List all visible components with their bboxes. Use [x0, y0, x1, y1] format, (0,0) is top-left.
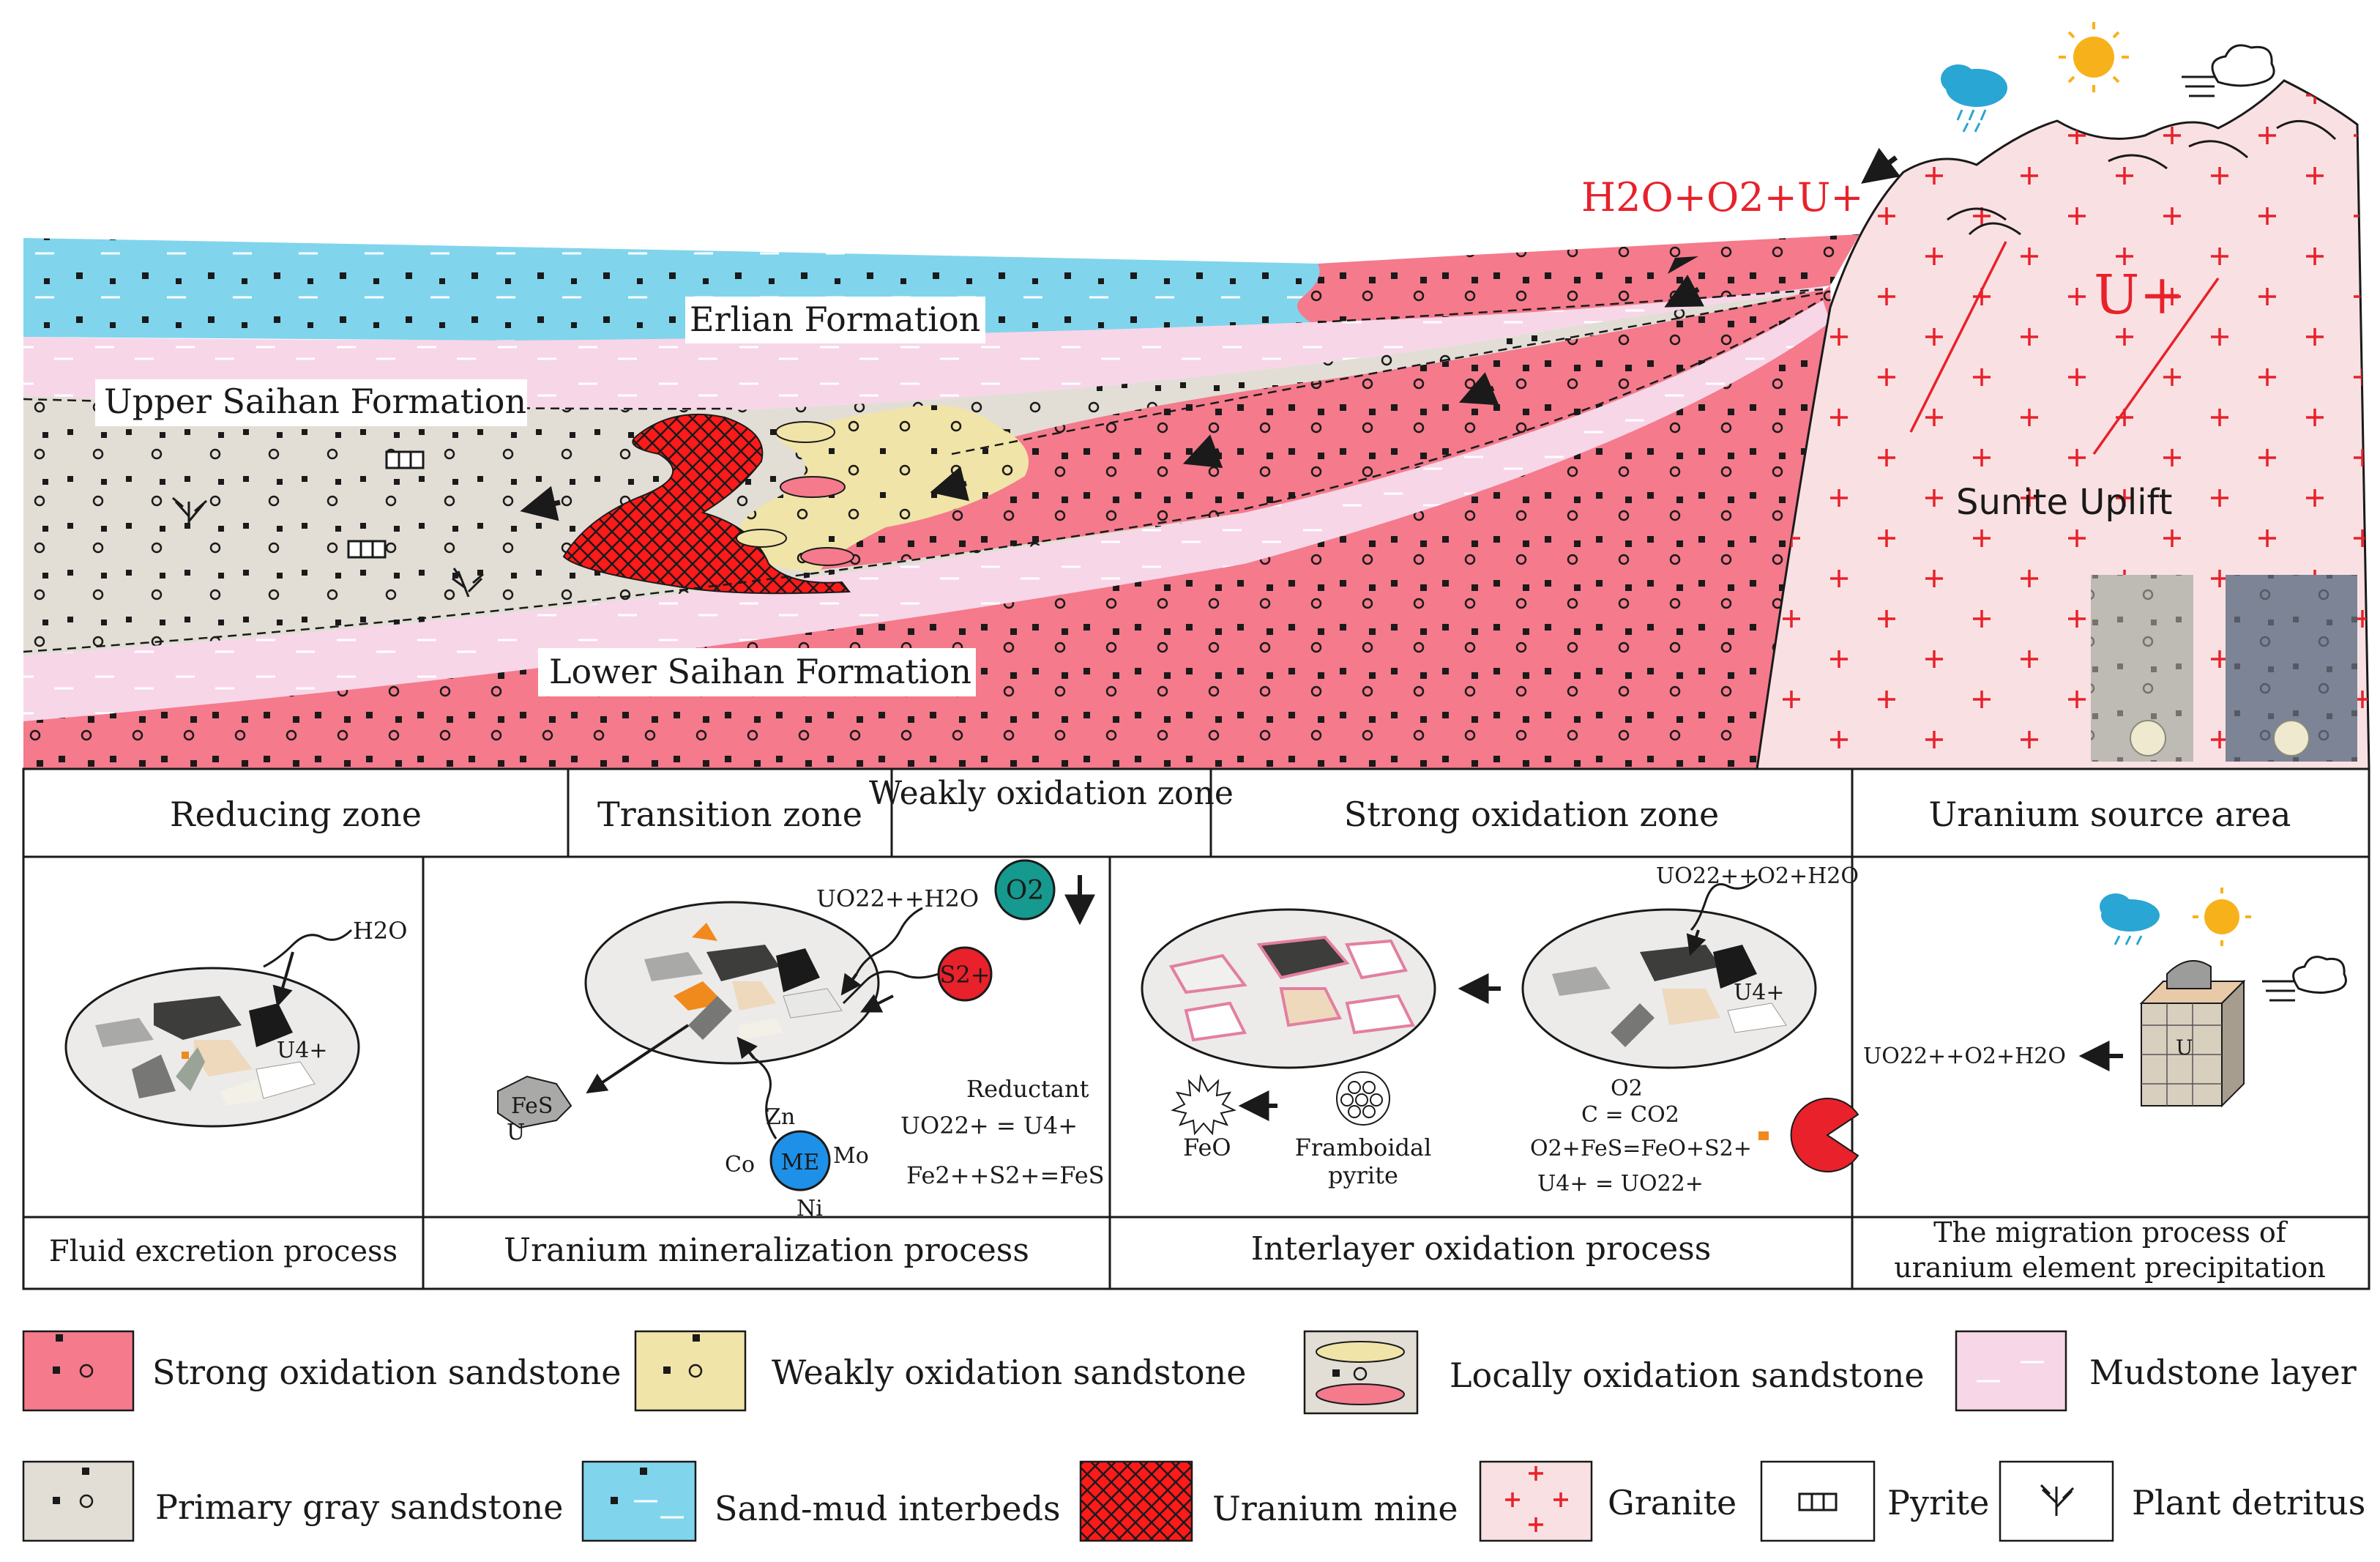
svg-text:UO22++H2O: UO22++H2O: [816, 885, 979, 912]
svg-text:Weakly oxidation sandstone: Weakly oxidation sandstone: [772, 1353, 1246, 1392]
pacman-icon: [1790, 1098, 1859, 1172]
svg-text:S2+: S2+: [939, 961, 990, 989]
cross-section: H2O+O2+U+ Erlian Formation Upper Saihan …: [23, 22, 2370, 770]
granite-photo-1: [2091, 575, 2193, 762]
plant-detritus-symbol: [452, 568, 484, 598]
local-oxidation-lens: [780, 476, 846, 498]
framboidal-pyrite-label: pyrite: [1328, 1161, 1398, 1189]
wind-icon: [2262, 956, 2347, 1002]
granite-photo-2: [2226, 575, 2357, 762]
wind-icon: [2182, 44, 2275, 97]
uranium-mineralization-label: Uranium mineralization process: [504, 1232, 1029, 1269]
svg-text:Strong oxidation sandstone: Strong oxidation sandstone: [152, 1353, 621, 1392]
svg-text:Zn: Zn: [766, 1104, 795, 1130]
migration-process-label-line2: uranium element precipitation: [1894, 1252, 2326, 1284]
local-oxidation-lens: [775, 421, 835, 443]
svg-text:C = CO2: C = CO2: [1581, 1102, 1679, 1128]
uranium-label: U+: [2094, 264, 2185, 327]
svg-text:U4+: U4+: [1734, 980, 1785, 1005]
interlayer-oxidation-panel: U4+ UO22++O2+H2O FeO Framboidal pyrite O…: [1141, 863, 1859, 1197]
svg-text:Fe2++S2+=FeS: Fe2++S2+=FeS: [906, 1161, 1105, 1189]
svg-text:Primary gray sandstone: Primary gray sandstone: [155, 1487, 564, 1527]
uranium-source-area-label: Uranium source area: [1929, 795, 2291, 834]
svg-text:ME: ME: [781, 1150, 820, 1175]
svg-text:Plant detritus: Plant detritus: [2132, 1483, 2365, 1522]
svg-text:Pyrite: Pyrite: [1887, 1483, 1989, 1522]
svg-text:Mudstone layer: Mudstone layer: [2089, 1353, 2357, 1392]
water-oxygen-uranium-label: H2O+O2+U+: [1581, 174, 1864, 220]
legend-item-granite: Granite: [1479, 1460, 1736, 1542]
sunite-uplift-label: Sunite Uplift: [1956, 482, 2172, 523]
fluid-excretion-panel: U4+ H2O: [64, 917, 408, 1128]
erlian-formation-label: Erlian Formation: [690, 300, 980, 339]
transition-zone-label: Transition zone: [597, 795, 862, 834]
granite-block-icon: U: [2139, 960, 2246, 1108]
svg-text:Locally oxidation sandstone: Locally oxidation sandstone: [1450, 1355, 1925, 1395]
svg-text:Reductant: Reductant: [966, 1075, 1089, 1103]
svg-text:Framboidal: Framboidal: [1295, 1134, 1432, 1161]
svg-text:O2: O2: [1611, 1076, 1643, 1101]
legend-item-mine: Uranium mine: [1079, 1460, 1458, 1542]
plant-detritus-symbol: [172, 497, 207, 527]
svg-text:Sand-mud interbeds: Sand-mud interbeds: [715, 1489, 1061, 1528]
pyrite-symbol: [385, 450, 425, 469]
pyrite-symbol: [347, 540, 387, 559]
fluid-excretion-label: Fluid excretion process: [49, 1235, 398, 1268]
svg-text:Ni: Ni: [797, 1196, 823, 1221]
svg-text:UO22++O2+H2O: UO22++O2+H2O: [1863, 1044, 2066, 1069]
svg-text:H2O: H2O: [353, 917, 408, 945]
strong-oxidation-zone-label: Strong oxidation zone: [1344, 795, 1720, 834]
uranium-mine-body: [562, 413, 851, 595]
svg-text:Uranium mine: Uranium mine: [1212, 1489, 1458, 1528]
framboidal-pyrite-icon: [1336, 1071, 1390, 1126]
svg-text:U4+ = UO22+: U4+ = UO22+: [1537, 1171, 1704, 1197]
rain-cloud-icon: [2100, 893, 2160, 945]
svg-text:O2: O2: [1006, 876, 1044, 906]
interlayer-oxidation-label: Interlayer oxidation process: [1251, 1230, 1712, 1268]
legend-item-local: Locally oxidation sandstone: [1303, 1330, 1925, 1415]
legend-item-pyrite: Pyrite: [1760, 1460, 1989, 1542]
legend-item-plant: Plant detritus: [1999, 1460, 2365, 1542]
svg-text:FeS: FeS: [511, 1093, 553, 1119]
fluid-flow-arrows: [520, 147, 1901, 521]
migration-process-label: The migration process of: [1933, 1216, 2288, 1249]
local-oxidation-lens: [800, 547, 854, 566]
sun-icon: [2059, 22, 2129, 92]
svg-text:U: U: [2176, 1035, 2193, 1060]
legend-item-mudstone: Mudstone layer: [1955, 1330, 2357, 1412]
svg-text:U: U: [507, 1120, 525, 1145]
reducing-zone-label: Reducing zone: [170, 795, 422, 834]
uranium-mineralization-panel: UO22++H2O O2 S2+ FeS U ME Zn Mo Co Ni Re…: [497, 859, 1105, 1221]
svg-text:Co: Co: [725, 1152, 755, 1178]
local-oxidation-lens: [736, 529, 787, 548]
uranium-source-panel: U UO22++O2+H2O: [1863, 888, 2347, 1108]
svg-text:Mo: Mo: [833, 1143, 869, 1169]
rain-cloud-icon: [1941, 64, 2007, 133]
weak-oxidation-zone-label: Weakly oxidation zone: [869, 775, 1234, 812]
legend-item-sandmud: Sand-mud interbeds: [581, 1460, 1061, 1542]
svg-text:UO22+ = U4+: UO22+ = U4+: [900, 1112, 1078, 1139]
feo-cluster: [1171, 1074, 1236, 1136]
svg-text:FeO: FeO: [1183, 1134, 1231, 1161]
legend-item-gray: Primary gray sandstone: [22, 1460, 564, 1542]
lower-saihan-label: Lower Saihan Formation: [549, 652, 971, 691]
svg-text:O2+FeS=FeO+S2+: O2+FeS=FeO+S2+: [1530, 1136, 1752, 1161]
legend: Strong oxidation sandstone Weakly oxidat…: [22, 1330, 2365, 1542]
sun-icon: [2193, 888, 2251, 946]
svg-text:UO22++O2+H2O: UO22++O2+H2O: [1656, 863, 1859, 889]
legend-item-weak: Weakly oxidation sandstone: [634, 1330, 1246, 1412]
upper-saihan-label: Upper Saihan Formation: [104, 382, 526, 421]
svg-text:Granite: Granite: [1608, 1483, 1736, 1522]
zone-row: [22, 767, 2370, 858]
legend-item-strong: Strong oxidation sandstone: [22, 1330, 621, 1412]
svg-text:U4+: U4+: [277, 1038, 328, 1063]
